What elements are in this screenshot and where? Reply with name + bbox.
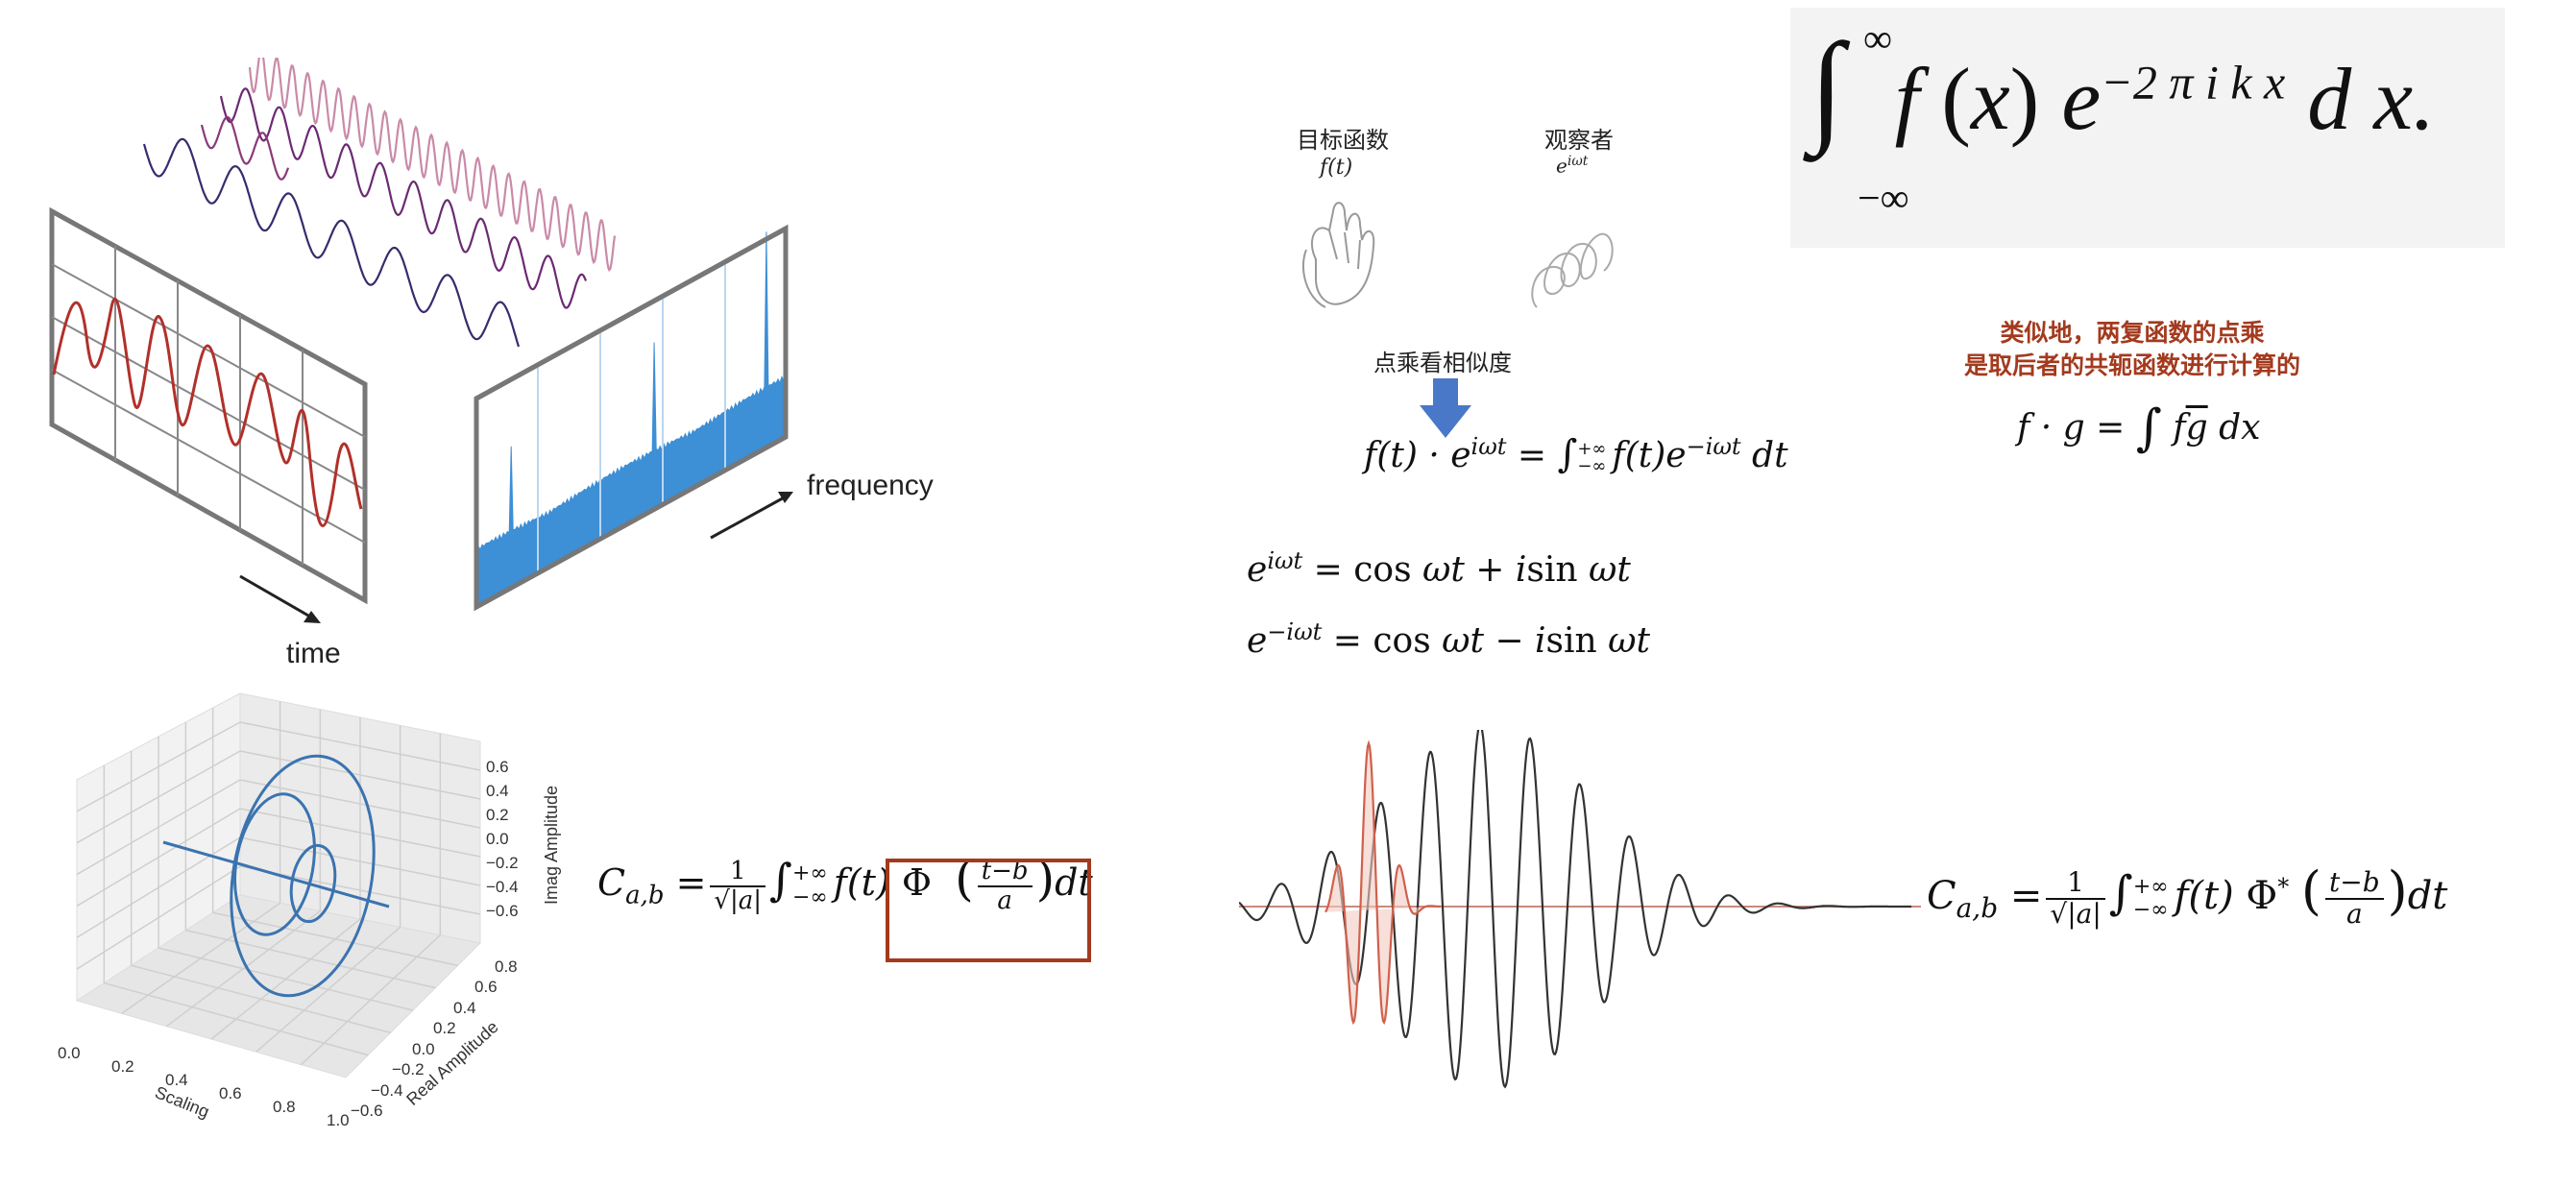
- observer-panel: 目标函数 f(t) 观察者 eiωt 点乘看相似度 f(t) · eiωt = …: [1249, 106, 1883, 490]
- conjugate-note-line2: 是取后者的共轭函数进行计算的: [1931, 350, 2334, 382]
- frequency-arrow: [711, 492, 793, 538]
- euler-formulas: eiωt = cos ωt + isin ωt e−iωt = cos ωt −…: [1247, 530, 1650, 672]
- x-tick-label: 0.6: [219, 1084, 242, 1102]
- frequency-domain-panel: [476, 229, 786, 607]
- z-tick-label: 0.0: [486, 830, 509, 848]
- fourier-illustration: time frequency: [19, 58, 1018, 672]
- dot-product-label: 点乘看相似度: [1373, 344, 1512, 377]
- time-label: time: [286, 638, 341, 669]
- y-tick-label: 0.0: [412, 1040, 435, 1058]
- time-arrow: [240, 576, 321, 623]
- phi-highlight-box: [886, 859, 1091, 962]
- fourier-integral-formula: ∫∞−∞ f (x) e−2 π i k x d x.: [1810, 25, 2435, 150]
- conjugate-note: 类似地，两复函数的点乘 是取后者的共轭函数进行计算的: [1931, 317, 2334, 382]
- z-tick-label: −0.6: [486, 902, 519, 920]
- spiral-sketch-icon: [1532, 234, 1612, 307]
- euler-formula-positive: eiωt = cos ωt + isin ωt: [1247, 530, 1650, 601]
- y-tick-label: −0.2: [392, 1060, 425, 1078]
- x-tick-label: 0.2: [111, 1057, 134, 1076]
- down-arrow-icon: [1420, 378, 1471, 438]
- hand-sketch-icon: [1303, 203, 1373, 307]
- z-tick-label: −0.4: [486, 878, 519, 896]
- z-tick-label: 0.6: [486, 758, 509, 776]
- y-tick-label: 0.6: [474, 978, 498, 996]
- wavelet-3d-plot-svg: 0.0 0.2 0.4 0.6 0.8 1.0 0.8 0.6 0.4 0.2 0.0 −0.2 −0…: [58, 684, 595, 1135]
- dot-product-formula: f(t) · eiωt = ∫+∞−∞f(t)e−iωt dt: [1364, 432, 1788, 476]
- y-tick-label: 0.8: [495, 957, 518, 976]
- x-tick-label: 1.0: [327, 1111, 350, 1129]
- y-tick-label: −0.6: [351, 1102, 383, 1120]
- z-tick-label: −0.2: [486, 854, 519, 872]
- wavelet-signal-plot: [1239, 730, 1931, 1152]
- conjugate-note-line1: 类似地，两复函数的点乘: [1931, 317, 2334, 350]
- x-tick-label: 0.8: [273, 1098, 296, 1116]
- time-domain-panel: [52, 211, 365, 600]
- fourier-integral-box: ∫∞−∞ f (x) e−2 π i k x d x.: [1790, 8, 2505, 248]
- wavelet-3d-plot: 0.0 0.2 0.4 0.6 0.8 1.0 0.8 0.6 0.4 0.2 0.0 −0.2 −0…: [58, 684, 595, 1135]
- z-tick-label: 0.4: [486, 782, 509, 800]
- fourier-illustration-svg: time frequency: [19, 58, 1018, 672]
- wavelet-signal-svg: [1239, 730, 1931, 1152]
- x-tick-label: 0.0: [58, 1044, 81, 1062]
- z-tick-label: 0.2: [486, 806, 509, 824]
- y-tick-label: 0.4: [453, 999, 476, 1017]
- euler-formula-negative: e−iωt = cos ωt − isin ωt: [1247, 601, 1650, 672]
- y-tick-label: 0.2: [433, 1019, 456, 1037]
- frequency-label: frequency: [807, 470, 934, 501]
- z-axis-label: Imag Amplitude: [542, 786, 561, 905]
- y-tick-label: −0.4: [371, 1081, 403, 1100]
- conjugate-dot-formula: f · g = ∫ fg dx: [2017, 400, 2260, 457]
